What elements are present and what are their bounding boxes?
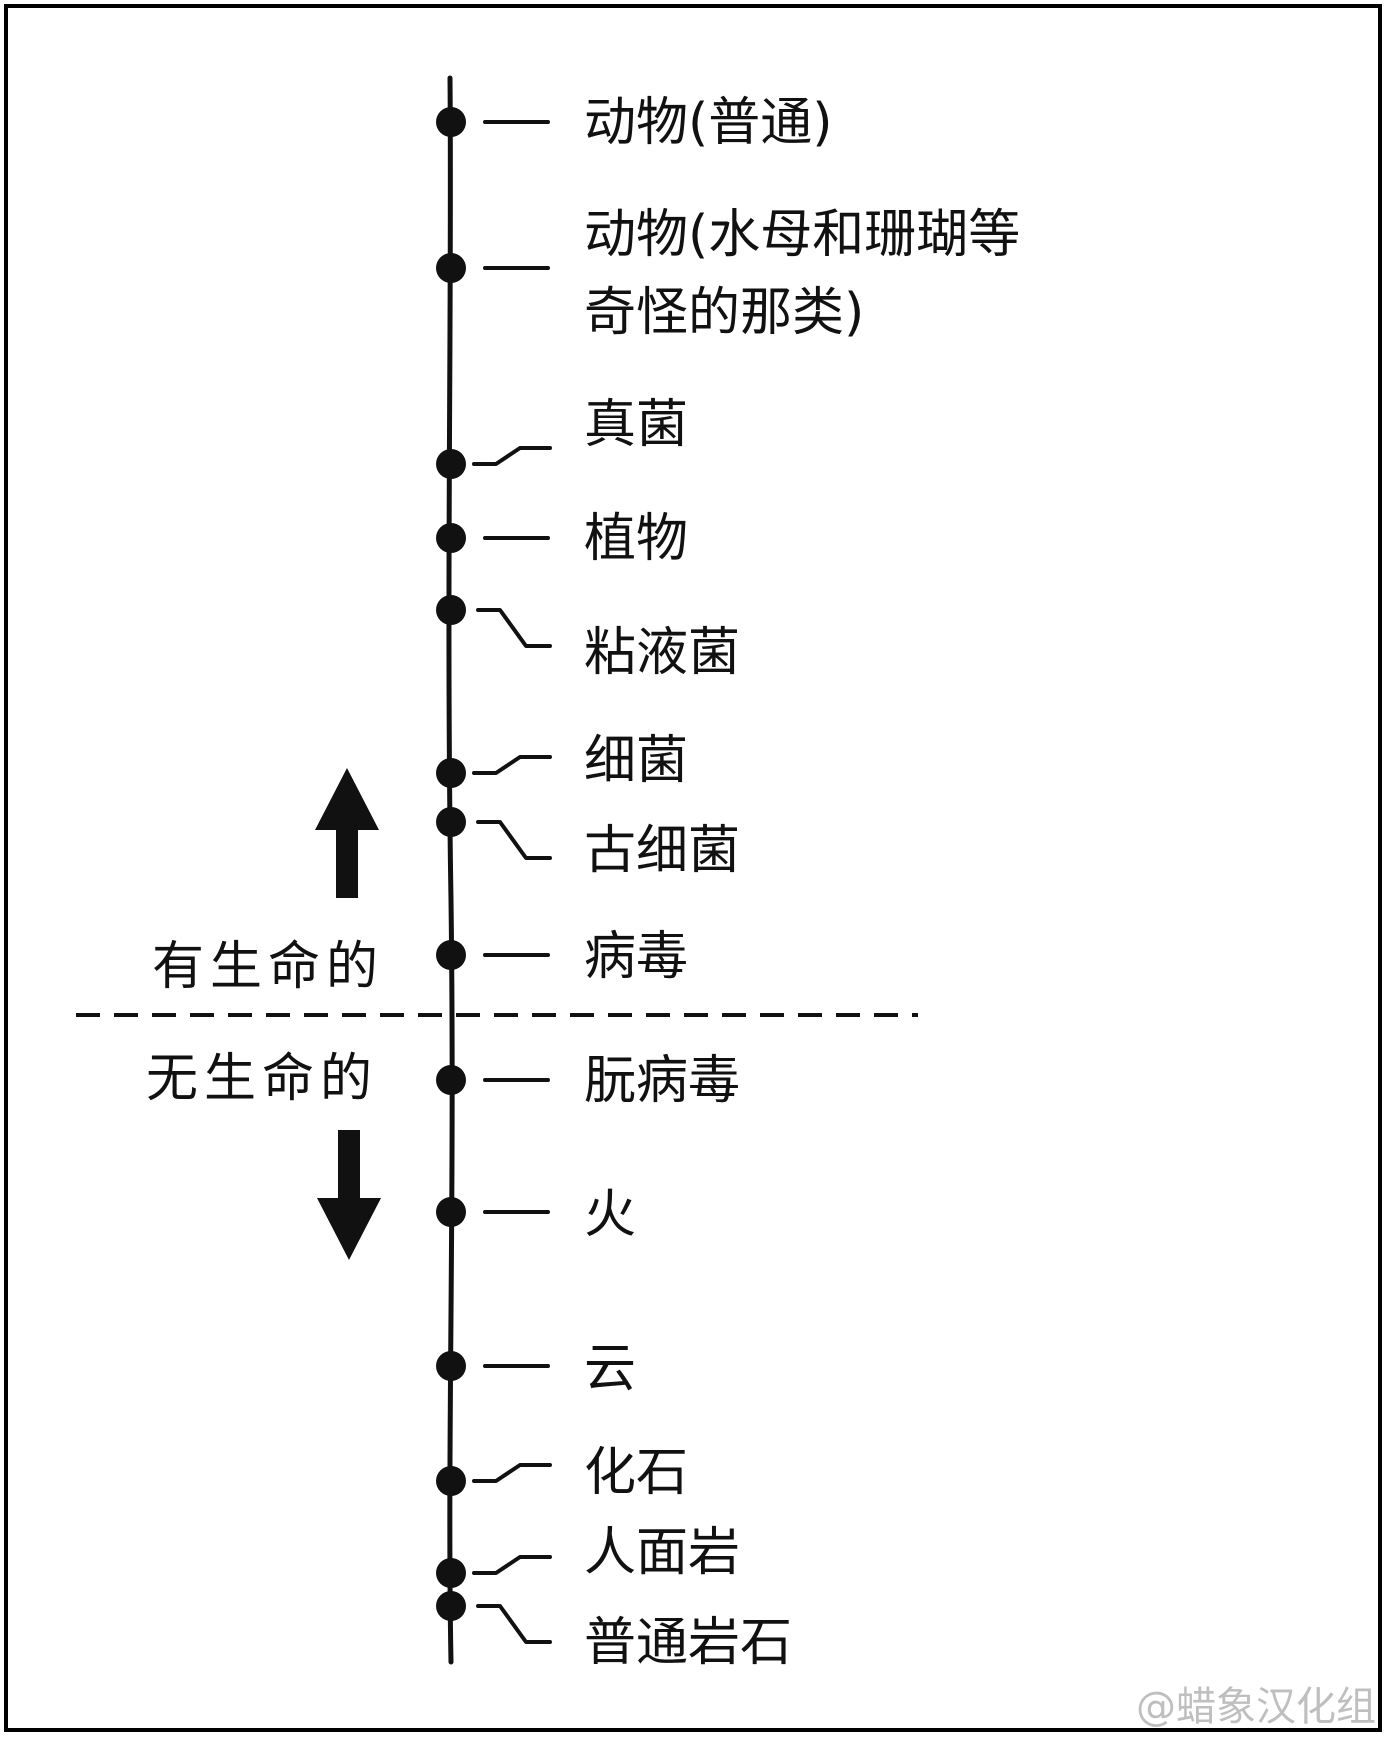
item-label: 云 bbox=[584, 1339, 636, 1399]
tick-connector bbox=[472, 1555, 552, 1575]
item-label: 病毒 bbox=[584, 927, 688, 987]
scale-dot bbox=[436, 807, 466, 837]
scale-item: 普通岩石 bbox=[436, 1591, 792, 1673]
living-label: 有生命的 bbox=[152, 937, 384, 997]
item-label: 普通岩石 bbox=[584, 1613, 792, 1673]
tick-connector bbox=[476, 608, 552, 648]
tick-connector bbox=[472, 755, 552, 775]
down-arrow-icon bbox=[317, 1130, 381, 1260]
item-label: 粘液菌 bbox=[584, 623, 740, 683]
tick-connector bbox=[476, 820, 552, 860]
item-label: 动物(水母和珊瑚等 bbox=[584, 205, 1020, 265]
scale-dot bbox=[436, 1558, 466, 1588]
scale-dot bbox=[436, 107, 466, 137]
scale-item: 细菌 bbox=[436, 731, 688, 791]
scale-item: 植物 bbox=[436, 509, 688, 569]
item-label: 古细菌 bbox=[584, 821, 740, 881]
scale-item: 病毒 bbox=[436, 927, 688, 987]
scale-dot bbox=[436, 940, 466, 970]
item-label: 人面岩 bbox=[584, 1523, 740, 1583]
item-label: 奇怪的那类) bbox=[584, 283, 864, 343]
item-label: 化石 bbox=[584, 1443, 688, 1503]
scale-dot bbox=[436, 449, 466, 479]
translation-credit: @蜡象汉化组 bbox=[1136, 1684, 1376, 1730]
scale-item: 人面岩 bbox=[436, 1523, 740, 1588]
scale-item: 古细菌 bbox=[436, 807, 740, 881]
nonliving-label: 无生命的 bbox=[146, 1049, 378, 1109]
scale-dot bbox=[436, 1591, 466, 1621]
scale-dot bbox=[436, 595, 466, 625]
scale-dot bbox=[436, 1466, 466, 1496]
tick-connector bbox=[472, 1463, 552, 1483]
scale-item: 火 bbox=[436, 1185, 636, 1245]
scale-dot bbox=[436, 253, 466, 283]
scale-dot bbox=[436, 523, 466, 553]
item-label: 植物 bbox=[584, 509, 688, 569]
scale-dot bbox=[436, 1065, 466, 1095]
scale-item: 朊病毒 bbox=[436, 1051, 740, 1111]
item-label: 动物(普通) bbox=[584, 93, 833, 153]
scale-dot bbox=[436, 1197, 466, 1227]
scale-item: 动物(普通) bbox=[436, 93, 833, 153]
item-label: 火 bbox=[584, 1185, 636, 1245]
item-label: 朊病毒 bbox=[584, 1051, 740, 1111]
scale-dot bbox=[436, 1351, 466, 1381]
scale-item: 真菌 bbox=[436, 395, 688, 479]
tick-connector bbox=[472, 446, 552, 466]
comic-panel bbox=[4, 4, 1382, 1732]
item-label: 细菌 bbox=[584, 731, 688, 791]
scale-item: 化石 bbox=[436, 1443, 688, 1503]
scale-dot bbox=[436, 758, 466, 788]
tick-connector bbox=[476, 1604, 552, 1644]
up-arrow-icon bbox=[315, 768, 379, 898]
item-label: 真菌 bbox=[584, 395, 688, 455]
scale-item: 云 bbox=[436, 1339, 636, 1399]
scale-axis bbox=[446, 75, 455, 1665]
scale-item: 粘液菌 bbox=[436, 595, 740, 683]
